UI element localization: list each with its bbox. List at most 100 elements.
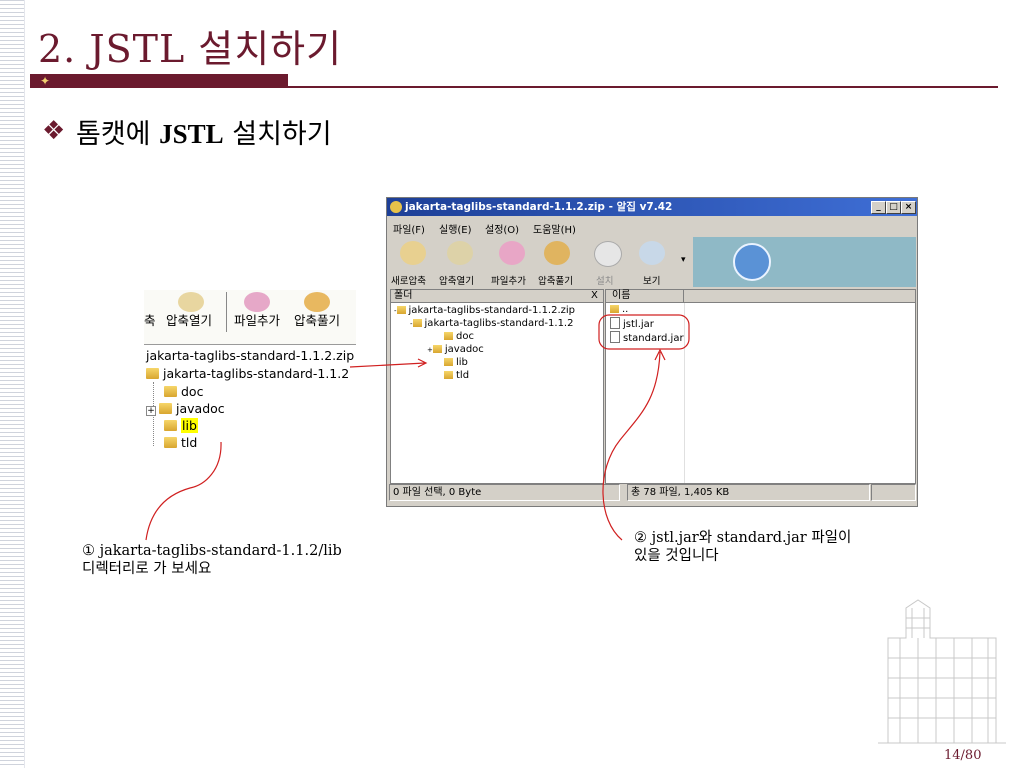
add-file-icon[interactable] (499, 241, 525, 265)
bullet-text: 톰캣에 JSTL 설치하기 (76, 112, 332, 151)
tree-item-tld[interactable]: tld (444, 370, 469, 381)
bullet-prefix: 톰캣에 (76, 119, 160, 150)
install-icon[interactable] (594, 241, 622, 267)
view-icon[interactable] (639, 241, 665, 265)
zoomed-screenshot: 축 압축열기 파일추가 압축풀기 jakarta-taglibs-standar… (144, 290, 356, 450)
column-name-header[interactable]: 이름 (612, 290, 631, 301)
alzip-window: jakarta-taglibs-standard-1.1.2.zip - 알집 … (386, 197, 918, 507)
toolbar-label-install[interactable]: 설치 (596, 276, 614, 287)
folder-tree-header-label: 폴더 (394, 290, 413, 301)
callout-curve-1 (145, 441, 222, 541)
toolbar-label-open[interactable]: 압축열기 (439, 276, 474, 287)
arrowhead (654, 348, 666, 361)
app-icon (390, 201, 402, 213)
zoom-tree-zip: jakarta-taglibs-standard-1.1.2.zip (146, 348, 355, 363)
file-row-standard[interactable]: standard.jar (610, 331, 684, 344)
folder-icon (164, 386, 177, 397)
tree-item-doc[interactable]: doc (444, 331, 474, 342)
folder-icon (444, 332, 453, 340)
menu-help[interactable]: 도움말(H) (533, 225, 576, 236)
expand-icon[interactable]: + (427, 346, 433, 354)
zoom-tree-javadoc-label: javadoc (176, 401, 225, 416)
file-list-header: 이름 (606, 290, 915, 303)
slide-title: 2. JSTL 설치하기 (38, 27, 343, 71)
title-accent-mark: ✦ (39, 74, 51, 88)
note-1-line-1: ① jakarta-taglibs-standard-1.1.2/lib (82, 543, 342, 559)
toolbar-separator (226, 292, 227, 332)
toolbar-label-new[interactable]: 새로압축 (391, 276, 426, 287)
file-row-parent[interactable]: .. (610, 304, 628, 315)
window-toolbar: 새로압축 압축열기 파일추가 압축풀기 설치 보기 ▾ (389, 237, 916, 289)
folder-icon (164, 420, 177, 431)
tree-item-lib-label: lib (456, 357, 468, 368)
toolbar-label-extract[interactable]: 압축풀기 (538, 276, 573, 287)
page-number: 14/80 (944, 748, 982, 763)
tree-item-zip-label: jakarta-taglibs-standard-1.1.2.zip (408, 305, 576, 316)
column-gridline (684, 303, 685, 483)
menu-settings[interactable]: 설정(O) (485, 225, 520, 236)
status-bar: 0 파일 선택, 0 Byte 총 78 파일, 1,405 KB (389, 484, 916, 502)
jar-file-icon (610, 331, 620, 343)
folder-icon (396, 306, 406, 314)
zoom-toolbar-label: 축 (144, 313, 156, 328)
file-name: standard.jar (623, 333, 684, 344)
arrowhead (417, 358, 428, 368)
close-button[interactable]: × (901, 201, 916, 214)
file-row-jstl[interactable]: jstl.jar (610, 317, 654, 330)
menu-file[interactable]: 파일(F) (393, 225, 425, 236)
open-archive-icon[interactable] (447, 241, 473, 265)
status-total: 총 78 파일, 1,405 KB (627, 484, 870, 501)
extract-icon (304, 292, 330, 312)
toolbar-label-view[interactable]: 보기 (643, 276, 661, 287)
window-title: jakarta-taglibs-standard-1.1.2.zip - 알집 … (405, 201, 673, 213)
toolbar-label-add[interactable]: 파일추가 (491, 276, 526, 287)
tree-item-zip[interactable]: - jakarta-taglibs-standard-1.1.2.zip (394, 305, 575, 316)
note-2: ② jstl.jar와 standard.jar 파일이 있을 것입니다 (634, 529, 851, 565)
zoom-tree-doc-label: doc (181, 384, 204, 399)
minimize-button[interactable]: _ (871, 201, 886, 214)
folder-icon (444, 371, 453, 379)
menubar: 파일(F) 실행(E) 설정(O) 도움말(H) (387, 218, 917, 236)
expand-icon: + (146, 406, 156, 416)
callout-curve-2 (602, 351, 661, 541)
zoom-tree-root-label: jakarta-taglibs-standard-1.1.2 (163, 366, 350, 381)
new-archive-icon[interactable] (400, 241, 426, 265)
maximize-button[interactable]: □ (886, 201, 901, 214)
highlight-box (598, 314, 690, 350)
title-rule (30, 86, 998, 88)
zoom-tree-lib-label: lib (181, 418, 198, 433)
column-divider (683, 290, 684, 302)
collapse-icon[interactable]: - (394, 307, 397, 315)
building-watermark (878, 599, 1006, 744)
close-icon[interactable]: X (591, 290, 598, 301)
bullet-suffix: 설치하기 (223, 119, 332, 150)
status-extra (871, 484, 916, 501)
menu-run[interactable]: 실행(E) (439, 225, 472, 236)
zoom-tree-tld: tld (164, 435, 197, 450)
zoom-toolbar-label: 압축풀기 (294, 313, 341, 328)
add-file-icon (244, 292, 270, 312)
zoom-toolbar: 축 압축열기 파일추가 압축풀기 (144, 290, 356, 345)
extract-icon[interactable] (544, 241, 570, 265)
zoom-toolbar-label: 압축열기 (166, 313, 213, 328)
tree-item-javadoc[interactable]: +javadoc (427, 344, 484, 355)
folder-icon (412, 319, 422, 327)
collapse-icon[interactable]: - (410, 320, 413, 328)
tree-item-lib[interactable]: lib (444, 357, 468, 368)
folder-icon (146, 368, 159, 379)
tree-item-doc-label: doc (456, 331, 474, 342)
file-list-panel: 이름 .. jstl.jar standard.jar (605, 289, 916, 484)
folder-icon (432, 345, 442, 353)
zoom-toolbar-label: 파일추가 (234, 313, 281, 328)
tree-item-root[interactable]: -jakarta-taglibs-standard-1.1.2 (410, 318, 573, 329)
zoom-tree-javadoc: + javadoc (146, 401, 225, 416)
bullet-bold: JSTL (159, 119, 224, 149)
folder-icon (159, 403, 172, 414)
status-selection: 0 파일 선택, 0 Byte (389, 484, 620, 501)
zoom-tree-root: jakarta-taglibs-standard-1.1.2 (146, 366, 349, 381)
title-accent-bar (30, 74, 288, 88)
pointer-arrow (349, 362, 426, 368)
folder-icon (444, 358, 453, 366)
chevron-down-icon[interactable]: ▾ (681, 255, 686, 265)
